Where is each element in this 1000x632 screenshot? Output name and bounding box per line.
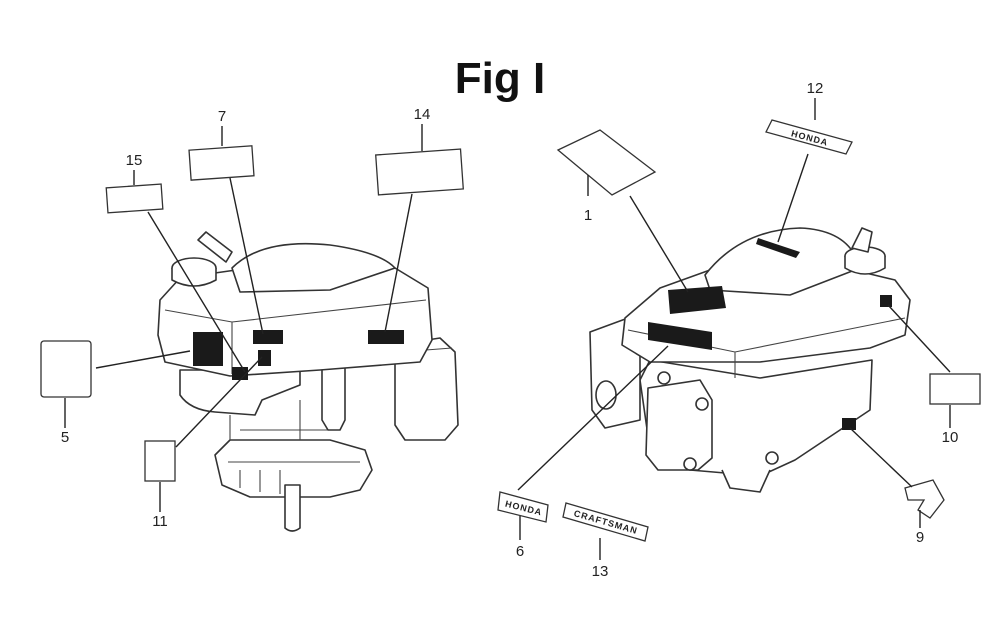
right-engine-patch-10 <box>880 295 892 307</box>
decal-6: HONDA <box>497 491 549 523</box>
decal-13: CRAFTSMAN <box>562 502 649 542</box>
right-engine-patch-12 <box>756 238 800 258</box>
right-engine-patch-9 <box>842 418 856 430</box>
decal-1 <box>556 129 657 196</box>
left-engine-base-fins <box>228 461 360 494</box>
left-engine <box>157 231 459 532</box>
leader-9 <box>849 427 913 488</box>
decal-10 <box>929 373 981 405</box>
leader-7 <box>229 177 264 335</box>
decal-9 <box>904 479 945 519</box>
left-engine-base <box>214 439 373 498</box>
decal-11 <box>144 440 176 482</box>
left-engine-column <box>229 400 330 440</box>
right-engine <box>589 227 911 493</box>
leader-14 <box>384 193 413 333</box>
left-engine-patch-7 <box>253 330 283 344</box>
callout-1: 1 <box>584 207 592 224</box>
leader-12 <box>777 153 809 243</box>
leader-11 <box>175 356 263 448</box>
leader-1 <box>629 195 689 293</box>
left-engine-patch-5 <box>193 332 223 366</box>
right-engine-bolt-1 <box>657 371 671 385</box>
callout-11: 11 <box>152 513 168 530</box>
leader-15 <box>147 211 246 373</box>
left-engine-dome <box>231 242 396 293</box>
left-engine-patch-15 <box>258 350 271 366</box>
decal-7 <box>188 145 255 181</box>
right-engine-patch-6 <box>648 322 712 350</box>
callout-15: 15 <box>126 152 143 169</box>
right-engine-fuel-cap-side <box>844 256 886 275</box>
callout-6: 6 <box>516 543 524 560</box>
leader-5 <box>95 350 191 369</box>
left-engine-patch-14 <box>368 330 404 344</box>
right-engine-bolt-2 <box>695 397 709 411</box>
decal-14 <box>375 148 464 196</box>
callout-5: 5 <box>61 429 69 446</box>
callout-10: 10 <box>942 429 959 446</box>
left-engine-crankshaft <box>284 484 301 532</box>
decal-5 <box>40 340 92 398</box>
right-engine-bolt-3 <box>683 457 697 471</box>
right-engine-muffler <box>645 379 713 471</box>
left-engine-fuel-cap-side <box>171 268 217 287</box>
leader-10 <box>887 304 951 373</box>
left-engine-lower-body <box>179 369 301 416</box>
decal-15 <box>105 183 164 214</box>
right-engine-patch-1 <box>668 286 726 314</box>
leader-6 <box>517 345 669 491</box>
figure-title: Fig I <box>455 54 545 103</box>
left-engine-oil-neck <box>197 231 233 263</box>
right-engine-drain-plug <box>765 451 779 465</box>
callout-7: 7 <box>218 108 226 125</box>
callout-12: 12 <box>807 80 824 97</box>
callout-14: 14 <box>414 106 431 123</box>
callout-9: 9 <box>916 529 924 546</box>
left-engine-shroud-edge <box>164 299 427 374</box>
right-engine-base-nub <box>721 469 771 493</box>
right-engine-oil-neck <box>851 227 873 253</box>
callout-13: 13 <box>592 563 609 580</box>
decal-12: HONDA <box>765 119 853 155</box>
